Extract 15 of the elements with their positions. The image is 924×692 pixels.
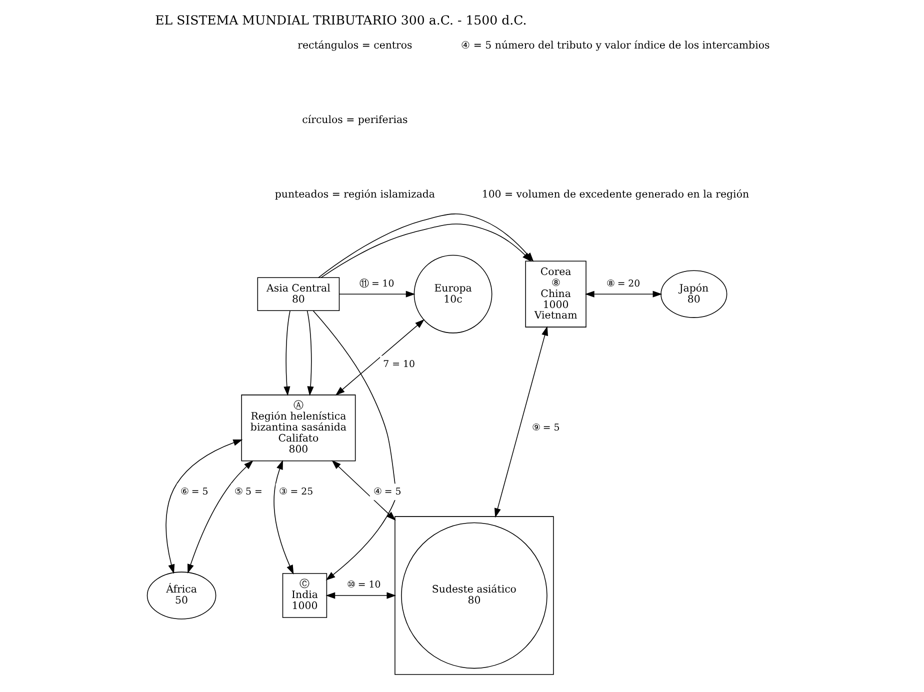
edge-label: ⑨ = 5 [531,422,560,434]
edge-label: ⑩ = 10 [346,580,380,591]
edge-label: ⑥ = 5 [180,486,208,498]
edge-label: 7 = 10 [382,358,415,370]
edge-label: ④ = 5 [372,486,401,498]
label: ④ = 5 número del tributo y valor índice de los intercambios [460,40,770,52]
edge-label: ⑪ = 10 [358,278,394,290]
edge-label: ③ = 25 [278,486,313,498]
edge-label: ⑤ 5 = [234,486,262,498]
diagram-title: EL SISTEMA MUNDIAL TRIBUTARIO 300 a.C. - 1500 d.C. [154,12,526,28]
label: punteados = región islamizada [274,190,435,201]
label: círculos = periferias [302,114,408,126]
label: 100 = volumen de excedente generado en la región [481,190,749,201]
edge-label: ⑧ = 20 [606,278,640,290]
label: rectángulos = centros [297,40,412,52]
